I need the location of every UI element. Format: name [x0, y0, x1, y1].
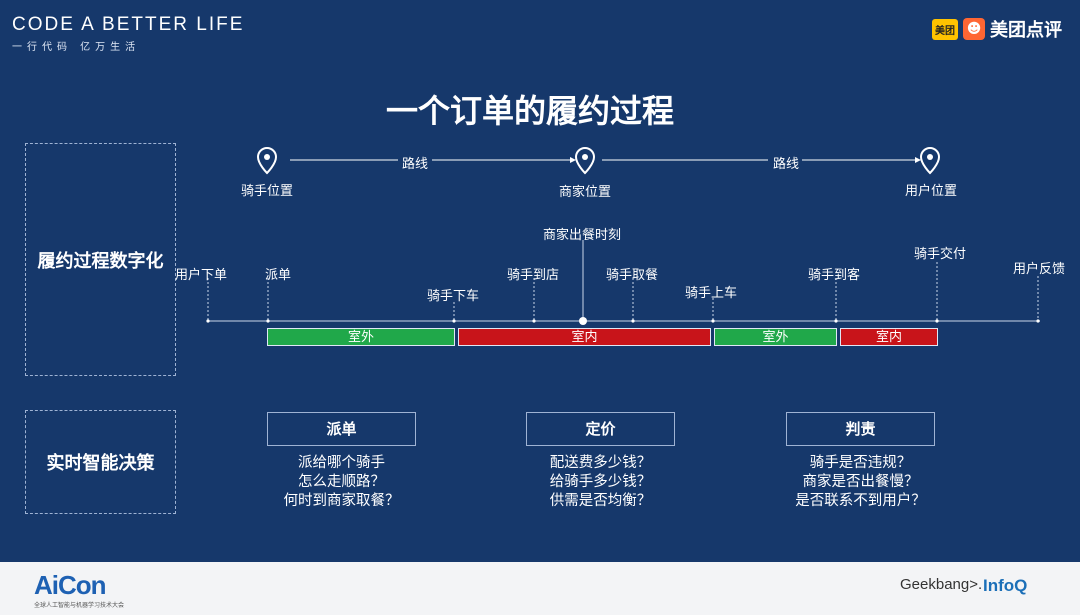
segment-outdoor: 室外	[267, 328, 455, 346]
location-pin-icon	[919, 146, 941, 175]
footer: AiCon 全球人工智能与机器学习技术大会 Geekbang>. InfoQ	[0, 562, 1080, 615]
meituan-badge: 美团	[932, 18, 958, 40]
decision-questions: 配送费多少钱？ 给骑手多少钱？ 供需是否均衡？	[509, 454, 692, 511]
event-rider-get-off: 骑手下车	[427, 289, 480, 304]
decision-card-title: 判责	[786, 412, 935, 446]
meituan-logo: 美团 ☻ 美团点评	[932, 16, 1062, 42]
brand-slogan-sub: 一行代码 亿万生活	[12, 42, 141, 53]
slide: CODE A BETTER LIFE 一行代码 亿万生活 美团 ☻ 美团点评 一…	[12, 14, 1066, 514]
event-rider-arrive-customer: 骑手到客	[808, 268, 861, 283]
dianping-icon: ☻	[963, 18, 985, 40]
page-title: 一个订单的履约过程	[385, 92, 674, 130]
question: 配送费多少钱？	[549, 455, 652, 471]
route-link-label: 路线	[773, 157, 800, 172]
event-dispatch: 派单	[265, 268, 292, 283]
infoq-logo: InfoQ	[983, 576, 1028, 595]
segment-indoor: 室内	[458, 328, 711, 346]
decision-label: 实时智能决策	[25, 410, 176, 514]
segment-outdoor: 室外	[714, 328, 837, 346]
event-user-feedback: 用户反馈	[1013, 262, 1066, 277]
brand-slogan: CODE A BETTER LIFE	[12, 14, 245, 35]
rider-location-label: 骑手位置	[241, 184, 294, 199]
decision-card-title: 定价	[526, 412, 675, 446]
decision-questions: 骑手是否违规？ 商家是否出餐慢？ 是否联系不到用户？	[769, 454, 952, 511]
event-rider-deliver: 骑手交付	[914, 247, 967, 262]
timeline	[206, 240, 1040, 325]
event-rider-pickup: 骑手取餐	[606, 268, 659, 283]
question: 商家是否出餐慢？	[802, 474, 919, 490]
aicon-subtitle: 全球人工智能与机器学习技术大会	[34, 602, 125, 609]
question: 是否联系不到用户？	[795, 493, 926, 509]
decision-questions: 派给哪个骑手 怎么走顺路？ 何时到商家取餐？	[250, 454, 433, 511]
geekbang-logo: Geekbang>.	[900, 576, 983, 593]
digitization-label: 履约过程数字化	[25, 143, 176, 376]
route-link-label: 路线	[402, 157, 429, 172]
question: 供需是否均衡？	[549, 493, 652, 509]
event-rider-arrive-store: 骑手到店	[507, 268, 560, 283]
event-rider-get-on: 骑手上车	[685, 286, 738, 301]
route-diagram	[256, 146, 941, 175]
segment-indoor: 室内	[840, 328, 938, 346]
question: 怎么走顺路？	[298, 474, 385, 490]
question: 派给哪个骑手	[298, 455, 385, 471]
question: 骑手是否违规？	[809, 455, 912, 471]
location-pin-icon	[256, 146, 278, 175]
meituan-text: 美团点评	[990, 20, 1062, 41]
aicon-logo: AiCon	[34, 570, 107, 600]
merchant-location-label: 商家位置	[559, 185, 612, 200]
question: 给骑手多少钱？	[549, 474, 652, 490]
decision-card-title: 派单	[267, 412, 416, 446]
user-location-label: 用户位置	[905, 184, 958, 199]
location-pin-icon	[574, 146, 596, 175]
event-user-order: 用户下单	[175, 268, 228, 283]
event-merchant-ready: 商家出餐时刻	[543, 228, 622, 243]
question: 何时到商家取餐？	[283, 493, 400, 509]
